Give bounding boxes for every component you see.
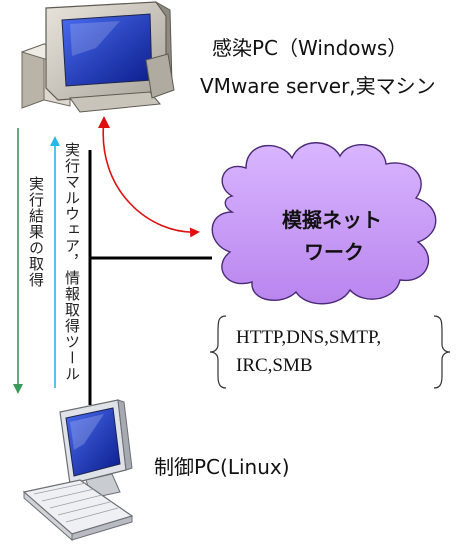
simulated-network-cloud [211,142,437,305]
network-traffic-arrow [102,119,200,238]
tools-arrow-label: 実行マルウェア，情報取得ツール [63,142,81,382]
infected-pc-title: 感染PC（Windows） [212,36,408,60]
control-pc-icon [22,399,134,542]
infected-pc-subtitle: VMware server,実マシン [200,74,436,98]
infected-pc-icon [20,1,175,113]
network-label-line2: ワーク [304,240,364,264]
protocol-list-line2: IRC,SMB [236,355,313,376]
right-brace [433,315,451,389]
protocol-list-line1: HTTP,DNS,SMTP, [236,327,382,348]
network-label-line1: 模擬ネット [282,208,382,232]
result-arrow-label: 実行結果の取得 [27,176,45,288]
control-pc-title: 制御PC(Linux) [154,455,290,479]
network-traffic-arrowhead-up [98,116,110,128]
left-brace [209,315,227,389]
